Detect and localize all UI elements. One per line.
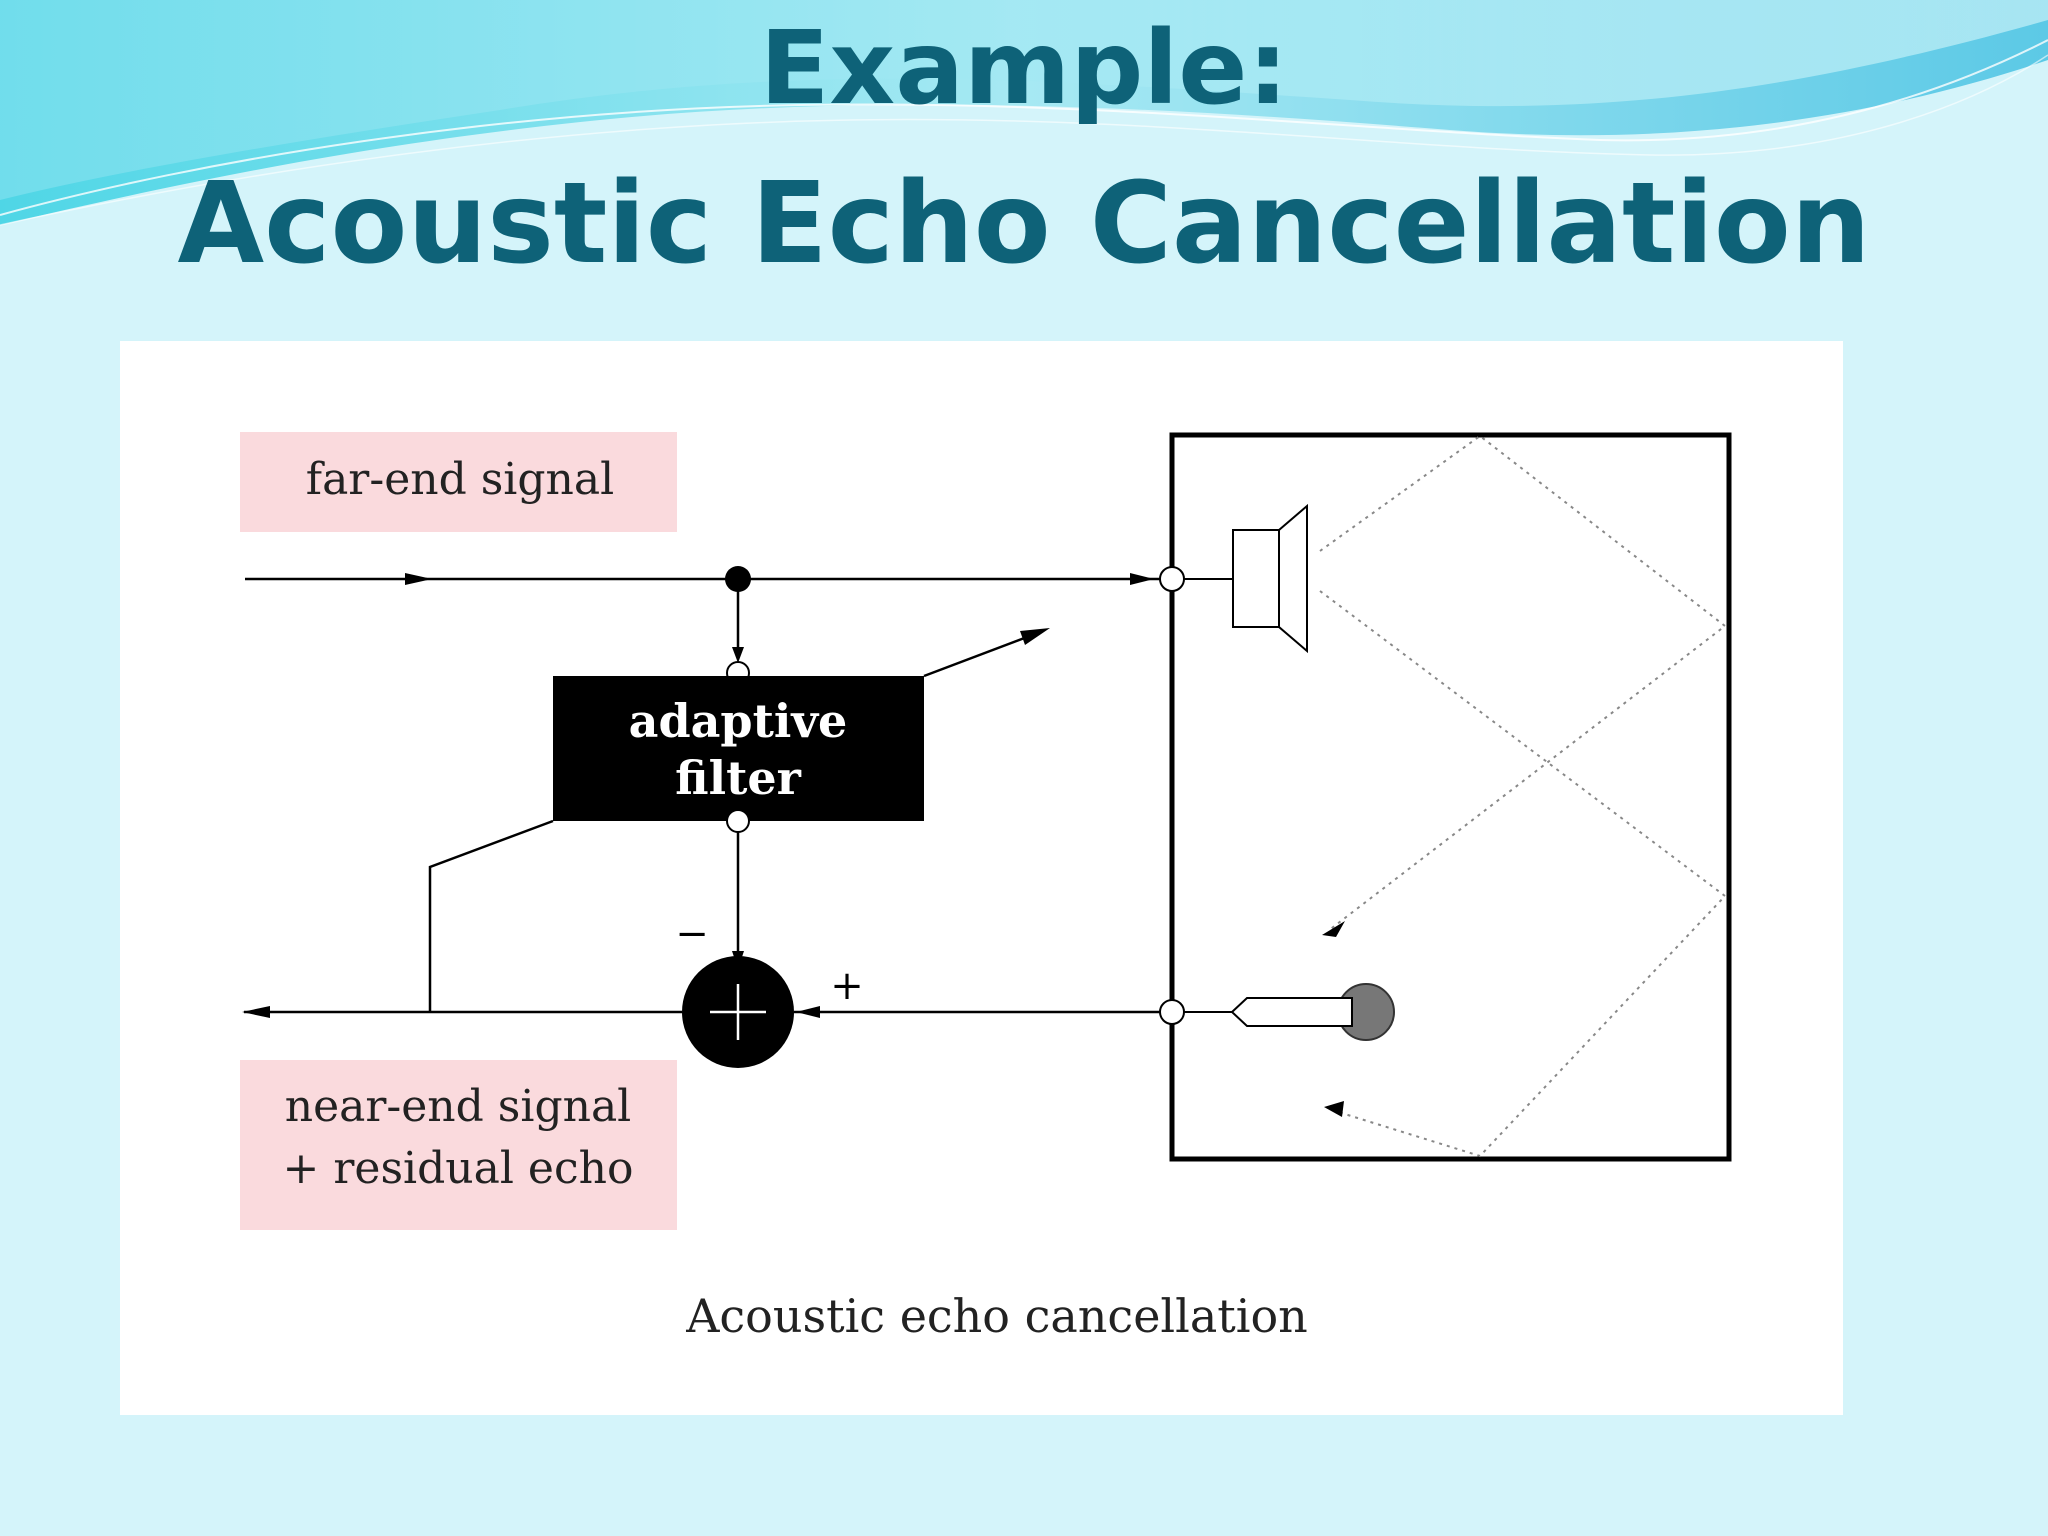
plus-sign: +	[830, 963, 864, 1009]
adaptation-arrowhead	[1020, 628, 1050, 645]
near-end-label-box	[240, 1060, 677, 1230]
wave-line	[0, 39, 2048, 216]
microphone-icon	[1184, 983, 1395, 1041]
room-mic-port	[1159, 999, 1185, 1025]
slide-title-line2: Acoustic Echo Cancellation	[177, 159, 1871, 289]
adaptive-filter-block	[553, 676, 924, 821]
wave-line	[0, 54, 2048, 226]
figure-caption: Acoustic echo cancellation	[685, 1289, 1308, 1343]
wave-shape	[0, 0, 2048, 200]
room-speaker-port	[1159, 566, 1185, 592]
far-end-label: far-end signal	[306, 454, 614, 505]
filter-output-port	[726, 809, 750, 833]
near-end-label-line1: near-end signal	[285, 1081, 632, 1132]
minus-sign: −	[675, 911, 709, 957]
filter-input-arrow	[732, 647, 744, 663]
echo-paths	[1319, 434, 1727, 1158]
echo-arrow-lower	[1324, 1101, 1344, 1117]
adaptive-filter-label-line1: adaptive	[629, 694, 848, 748]
aec-block-diagram: far-end signal adaptive filter − +	[240, 432, 1732, 1343]
far-end-arrow-to-room	[1130, 573, 1154, 585]
adaptation-error-line	[428, 819, 554, 1012]
adaptive-filter-label-line2: filter	[675, 751, 801, 805]
far-end-label-box	[240, 432, 677, 532]
output-arrow	[242, 1006, 270, 1018]
mic-signal-arrow	[796, 1006, 820, 1018]
aec-figure: far-end signal adaptive filter − +	[120, 341, 1843, 1415]
loudspeaker-icon	[1184, 503, 1308, 654]
near-end-label-line2: + residual echo	[283, 1143, 634, 1194]
slide-title-line1: Example:	[759, 9, 1289, 128]
far-end-arrow	[405, 573, 432, 585]
echo-arrow-upper	[1322, 921, 1345, 937]
room-enclosure	[1169, 432, 1732, 1162]
